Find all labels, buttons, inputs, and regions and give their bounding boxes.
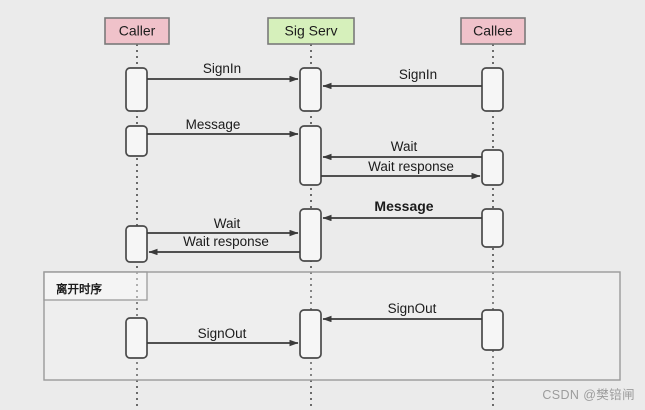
activation-bar-callee-11 [481, 309, 504, 351]
participant-box-caller[interactable] [104, 17, 170, 45]
fragment-tab [43, 271, 148, 301]
message-m7: Wait [147, 216, 299, 237]
fragment-group: 离开时序 [43, 271, 621, 381]
message-m2: SignIn [322, 67, 482, 90]
participant-box-callee[interactable] [460, 17, 526, 45]
activation-bar-caller-3 [125, 125, 148, 157]
participant-label-callee: Callee [473, 23, 513, 39]
message-label-m10: SignOut [198, 326, 247, 341]
activations-group [125, 67, 504, 359]
activation-bar-callee-7 [481, 208, 504, 248]
participant-box-sigserv[interactable] [267, 17, 355, 45]
activation-bar-caller-0 [125, 67, 148, 112]
fragment-label: 离开时序 [56, 282, 102, 296]
message-m1: SignIn [147, 61, 299, 83]
participant-caller[interactable]: Caller [104, 17, 170, 45]
message-label-m4: Wait [391, 139, 418, 154]
message-label-m7: Wait [214, 216, 241, 231]
message-label-m3: Message [186, 117, 241, 132]
activation-bar-callee-2 [481, 67, 504, 112]
message-m3: Message [147, 117, 299, 138]
activation-bar-sigserv-6 [299, 208, 322, 262]
participant-sigserv[interactable]: Sig Serv [267, 17, 355, 45]
activation-bar-sigserv-1 [299, 67, 322, 112]
actors-group: Caller Sig Serv Callee [104, 17, 526, 45]
activation-bar-callee-5 [481, 149, 504, 186]
watermark: CSDN @樊锫闸 [542, 388, 635, 402]
message-m5: Wait response [321, 159, 481, 180]
participant-label-caller: Caller [119, 23, 156, 39]
message-label-m1: SignIn [203, 61, 241, 76]
activation-bar-sigserv-10 [299, 309, 322, 359]
message-label-m2: SignIn [399, 67, 437, 82]
message-m8: Wait response [148, 234, 300, 256]
message-m6: Message [322, 198, 482, 222]
message-label-m6: Message [374, 198, 433, 214]
message-m10: SignOut [147, 326, 299, 347]
participant-label-sigserv: Sig Serv [285, 23, 338, 39]
message-label-m9: SignOut [388, 301, 437, 316]
message-label-m8: Wait response [183, 234, 269, 249]
message-m9: SignOut [322, 301, 482, 323]
message-m4: Wait [322, 139, 482, 161]
message-label-m5: Wait response [368, 159, 454, 174]
activation-bar-caller-8 [125, 225, 148, 263]
activation-bar-sigserv-4 [299, 125, 322, 186]
participant-callee[interactable]: Callee [460, 17, 526, 45]
activation-bar-caller-9 [125, 317, 148, 359]
